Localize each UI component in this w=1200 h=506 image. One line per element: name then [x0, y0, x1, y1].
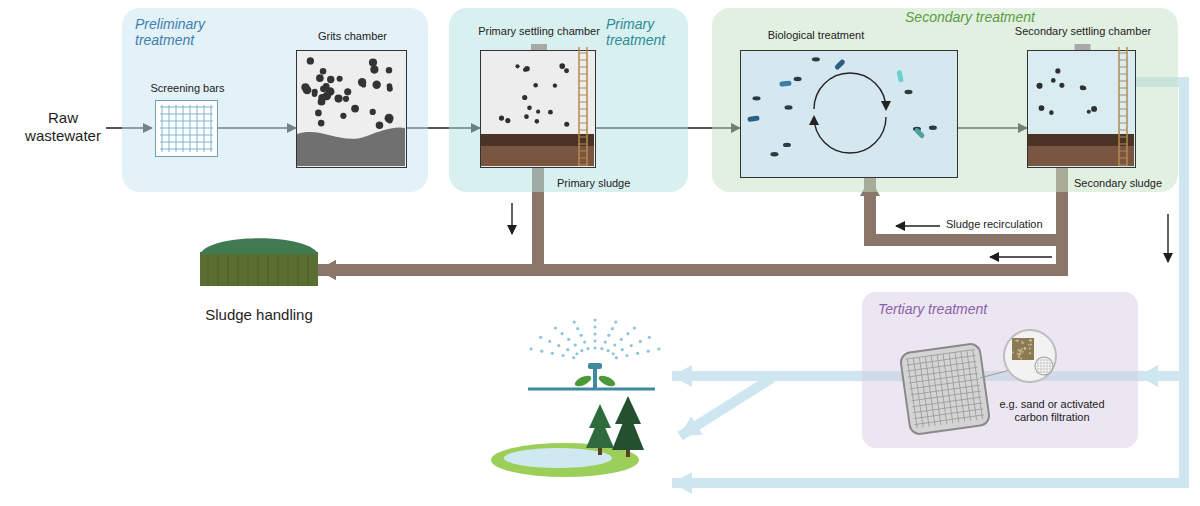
node-heading: Sludge handling: [180, 306, 338, 324]
node-caption: Secondary sludge: [1074, 177, 1174, 190]
node-heading: Preliminary treatment: [135, 16, 235, 48]
node-heading: Primary treatment: [606, 16, 684, 48]
stage-panel: Tertiary treatment e.g. sand or activated…: [862, 292, 1138, 448]
node-caption: Primary sludge: [557, 177, 649, 190]
edge-label: Sludge recirculation: [946, 218, 1058, 231]
node-caption: e.g. sand or activated carbon filtration: [988, 398, 1116, 424]
sprinkler-icon: [528, 318, 661, 389]
lake-icon: [491, 396, 644, 477]
grit-illustration: [297, 51, 408, 169]
bio-illustration: [741, 51, 959, 179]
dome-illustration: [200, 236, 318, 286]
node-heading: Primary settling chamber: [471, 25, 607, 38]
settling-tank: Secondary settling chamberSecondary slud…: [1027, 50, 1136, 168]
stage-panel: Secondary treatmentBiological treatmentS…: [712, 8, 1178, 192]
stage-panel: Primary treatmentPrimary settling chambe…: [449, 8, 688, 192]
node-heading: Secondary treatment: [855, 9, 1085, 25]
node-heading: Grits chamber: [287, 30, 418, 43]
node-heading: Biological treatment: [751, 29, 881, 42]
node-heading: Secondary settling chamber: [999, 25, 1167, 38]
node-heading: Screening bars: [141, 82, 234, 95]
inflow-label: Raw wastewater: [18, 109, 108, 145]
screening-bars: Screening bars: [155, 100, 218, 157]
settling-tank: Primary settling chamberPrimary sludge: [480, 50, 596, 168]
screen-illustration: [156, 101, 219, 158]
grit-chamber: Grits chamber: [296, 50, 407, 168]
settle1-illustration: [481, 51, 597, 169]
stage-panel: Preliminary treatmentScreening bars Grits…: [122, 8, 428, 192]
settle2-illustration: [1028, 51, 1137, 169]
node-heading: Tertiary treatment: [878, 301, 1048, 317]
bioreactor: Biological treatment: [740, 50, 958, 178]
digester-dome: Sludge handling: [200, 236, 318, 286]
